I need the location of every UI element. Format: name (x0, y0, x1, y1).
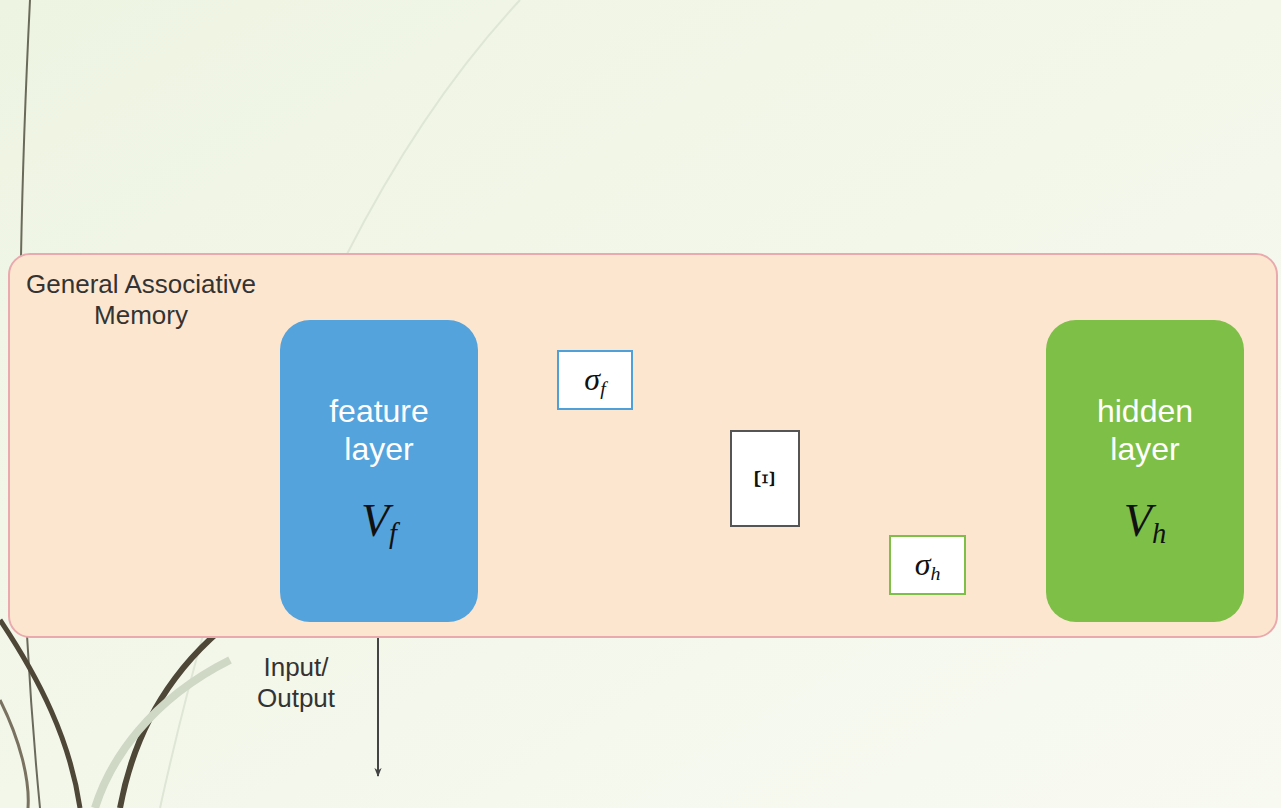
layer-name: hidden layer (1060, 392, 1230, 469)
io-arrow (377, 624, 379, 776)
io-label: Input/ Output (226, 652, 366, 714)
memory-panel: General Associative Memoryfeature layerV… (8, 253, 1278, 638)
layer-name: feature layer (294, 392, 464, 469)
operator-symbol: σh (915, 546, 941, 585)
feature-layer-box: feature layerVf (280, 320, 478, 622)
layer-symbol: Vf (361, 494, 397, 550)
layer-symbol: Vh (1124, 494, 1166, 550)
operator-symbol: Ξ (748, 469, 782, 488)
activation-box: σh (889, 535, 966, 595)
operator-symbol: σf (584, 361, 605, 400)
decor-curve (95, 660, 230, 808)
activation-box: σf (557, 350, 633, 410)
decor-curve (0, 700, 28, 808)
interaction-box: Ξ (730, 430, 800, 527)
decor-curve (0, 620, 80, 808)
hidden-layer-box: hidden layerVh (1046, 320, 1244, 622)
panel-title: General Associative Memory (10, 269, 272, 330)
